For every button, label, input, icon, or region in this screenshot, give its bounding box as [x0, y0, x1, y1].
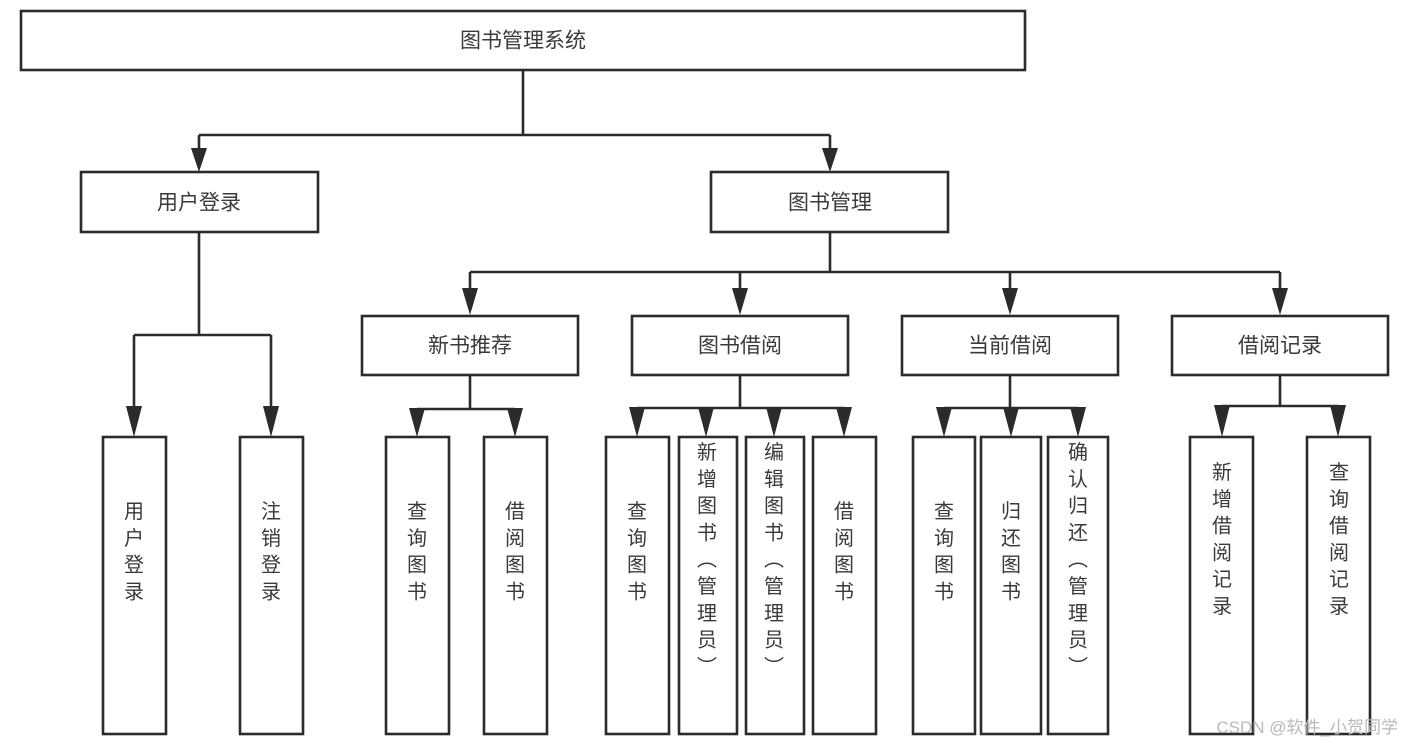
- leaf-user-logout-label: 注销登录: [261, 500, 281, 603]
- leaf-borrow-book-2-label: 借阅图书: [834, 500, 854, 603]
- node-book-borrow-box[interactable]: [630, 314, 850, 377]
- arrow-new-book-recommend: [462, 288, 478, 315]
- leaf-borrow-book-2-box[interactable]: [811, 435, 878, 736]
- node-borrow-record[interactable]: 借阅记录: [1170, 314, 1390, 377]
- leaf-add-record-box[interactable]: [1188, 435, 1255, 736]
- node-root-box[interactable]: [19, 9, 1027, 72]
- node-user-login[interactable]: 用户登录: [79, 170, 320, 234]
- leaf-borrow-book-1-label: 借阅图书: [505, 500, 525, 603]
- node-current-borrow-label: 当前借阅: [968, 335, 1052, 358]
- node-current-borrow-box[interactable]: [900, 314, 1120, 377]
- leaf-query-record-label: 查询借阅记录: [1329, 461, 1349, 618]
- arrow-leaf-query-book-1: [409, 408, 425, 437]
- leaf-add-book-box[interactable]: [677, 435, 739, 736]
- node-root-label: 图书管理系统: [460, 30, 586, 53]
- node-new-book-recommend-box[interactable]: [360, 314, 580, 377]
- arrow-leaf-borrow-book-1: [507, 408, 523, 437]
- node-book-management[interactable]: 图书管理: [709, 170, 950, 234]
- node-book-borrow-label: 图书借阅: [698, 335, 782, 358]
- arrow-borrow-record: [1272, 288, 1288, 315]
- leaf-query-book-1-box[interactable]: [384, 435, 451, 736]
- leaf-user-logout-box[interactable]: [238, 435, 305, 736]
- leaf-add-book-label: 新增图书︵管理员︶: [697, 441, 717, 678]
- leaf-user-login-box[interactable]: [101, 435, 168, 736]
- leaf-confirm-return-label: 确认归还︵管理员︶: [1068, 441, 1088, 678]
- leaf-query-book-2[interactable]: 查询图书: [604, 435, 671, 736]
- arrow-leaf-user-login: [126, 406, 142, 437]
- leaf-user-login[interactable]: 用户登录: [101, 435, 168, 736]
- leaf-edit-book-box[interactable]: [744, 435, 806, 736]
- node-user-login-box[interactable]: [79, 170, 320, 234]
- leaf-query-book-1[interactable]: 查询图书: [384, 435, 451, 736]
- arrow-user-login: [191, 148, 207, 172]
- leaf-borrow-book-1[interactable]: 借阅图书: [482, 435, 549, 736]
- arrow-leaf-query-book-2: [629, 407, 645, 437]
- leaf-query-book-1-label: 查询图书: [407, 500, 427, 603]
- arrow-leaf-edit-book: [766, 407, 782, 437]
- node-borrow-record-label: 借阅记录: [1238, 335, 1322, 358]
- arrow-leaf-confirm-return: [1070, 407, 1086, 437]
- arrow-book-borrow: [732, 288, 748, 315]
- leaf-user-logout[interactable]: 注销登录: [238, 435, 305, 736]
- arrow-leaf-add-book: [698, 407, 714, 437]
- leaf-confirm-return[interactable]: 确认归还︵管理员︶: [1046, 435, 1110, 736]
- node-current-borrow[interactable]: 当前借阅: [900, 314, 1120, 377]
- leaf-add-book[interactable]: 新增图书︵管理员︶: [677, 435, 739, 736]
- leaf-edit-book-label: 编辑图书︵管理员︶: [764, 441, 784, 678]
- leaf-query-record[interactable]: 查询借阅记录: [1305, 435, 1372, 736]
- arrow-leaf-return-book: [1003, 407, 1019, 437]
- node-borrow-record-box[interactable]: [1170, 314, 1390, 377]
- leaf-user-login-label: 用户登录: [124, 501, 144, 603]
- connector-layer: [126, 70, 1346, 437]
- leaf-query-book-3-box[interactable]: [911, 435, 977, 736]
- leaf-edit-book[interactable]: 编辑图书︵管理员︶: [744, 435, 806, 736]
- leaf-borrow-book-2[interactable]: 借阅图书: [811, 435, 878, 736]
- node-new-book-recommend[interactable]: 新书推荐: [360, 314, 580, 377]
- node-book-management-box[interactable]: [709, 170, 950, 234]
- node-new-book-recommend-label: 新书推荐: [428, 335, 512, 358]
- leaf-confirm-return-box[interactable]: [1046, 435, 1110, 736]
- node-book-borrow[interactable]: 图书借阅: [630, 314, 850, 377]
- arrow-book-management: [822, 148, 838, 172]
- leaf-query-book-3-label: 查询图书: [934, 500, 954, 603]
- arrow-leaf-query-record: [1330, 405, 1346, 437]
- leaf-return-book-box[interactable]: [979, 435, 1043, 736]
- leaf-add-record-label: 新增借阅记录: [1212, 461, 1232, 618]
- leaf-borrow-book-1-box[interactable]: [482, 435, 549, 736]
- arrow-current-borrow: [1002, 288, 1018, 315]
- leaf-query-book-3[interactable]: 查询图书: [911, 435, 977, 736]
- node-book-management-label: 图书管理: [788, 192, 872, 215]
- csdn-watermark: CSDN @软件_小贺同学: [1216, 718, 1398, 737]
- arrow-leaf-add-record: [1214, 405, 1230, 437]
- leaf-query-book-2-box[interactable]: [604, 435, 671, 736]
- leaf-add-record[interactable]: 新增借阅记录: [1188, 435, 1255, 736]
- node-user-login-label: 用户登录: [157, 192, 241, 215]
- arrow-leaf-user-logout: [263, 406, 279, 437]
- leaf-query-record-box[interactable]: [1305, 435, 1372, 736]
- node-root[interactable]: 图书管理系统: [19, 9, 1027, 72]
- leaf-return-book[interactable]: 归还图书: [979, 435, 1043, 736]
- arrow-leaf-query-book-3: [936, 407, 952, 437]
- leaf-query-book-2-label: 查询图书: [627, 500, 647, 603]
- leaf-return-book-label: 归还图书: [1001, 500, 1021, 603]
- arrow-leaf-borrow-book-2: [836, 407, 852, 437]
